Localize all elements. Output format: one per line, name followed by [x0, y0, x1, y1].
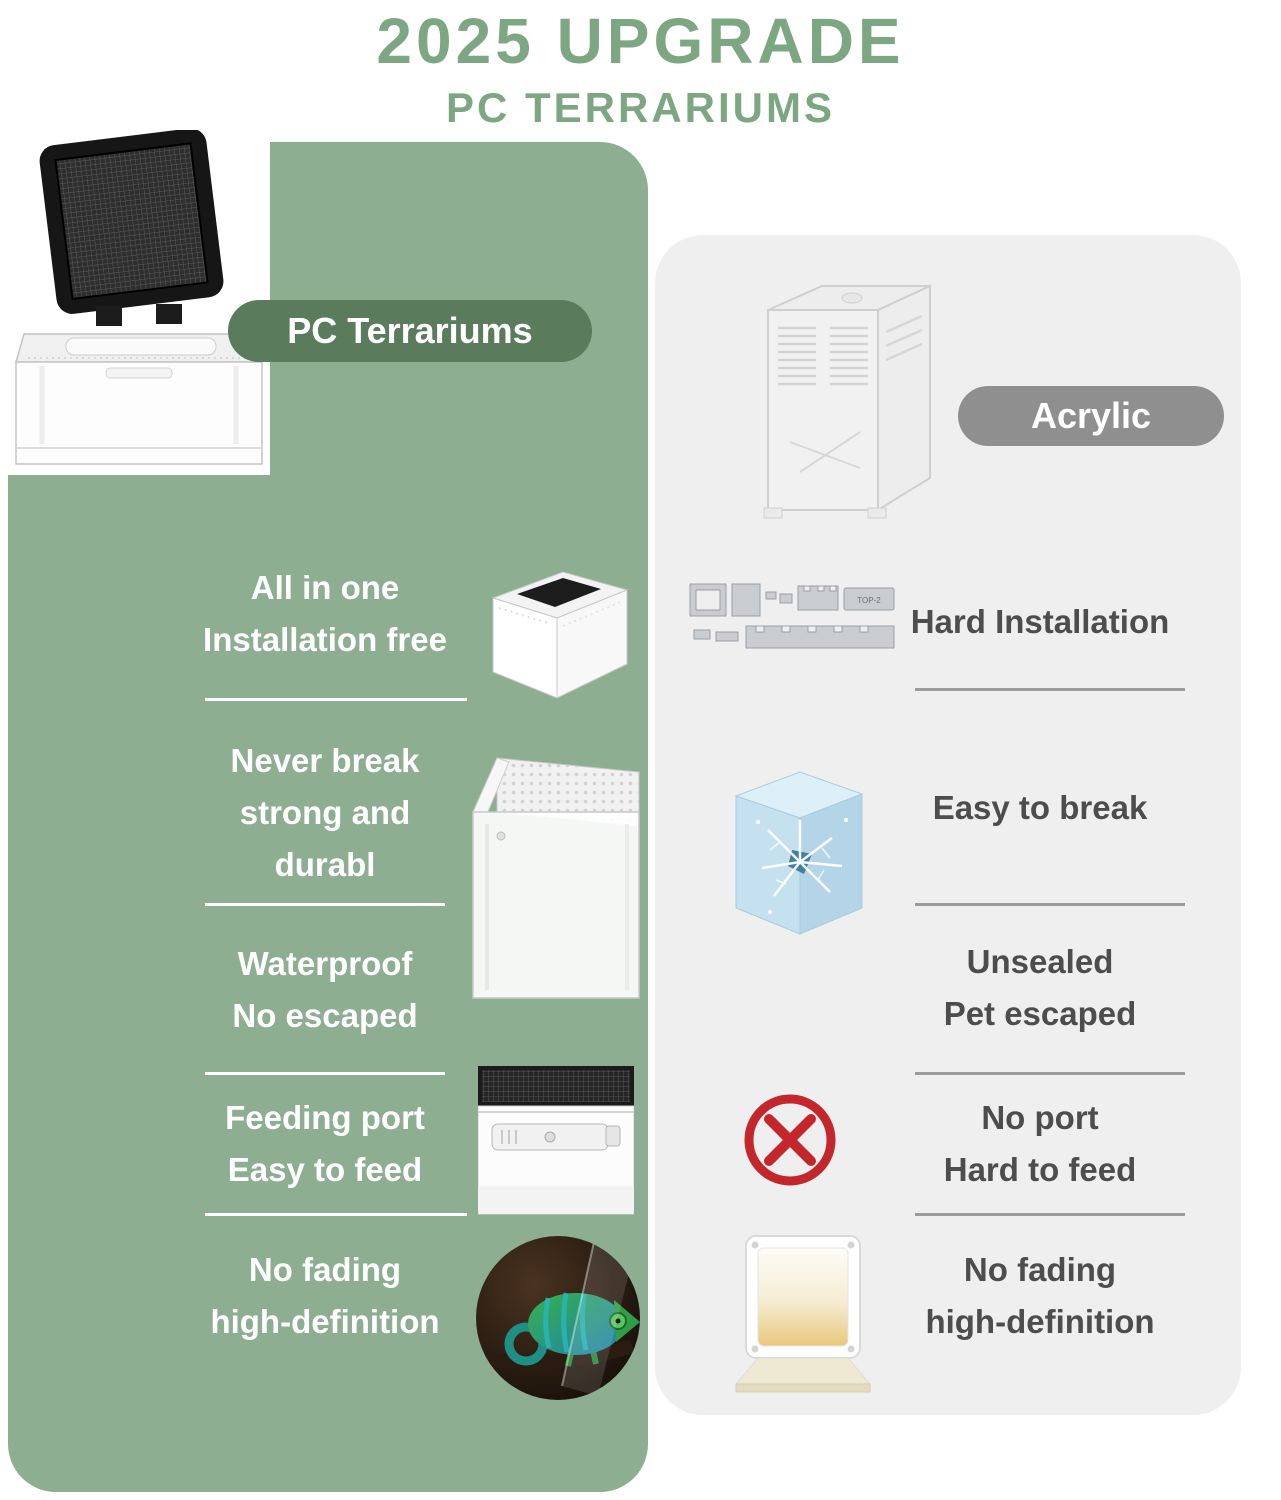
pc-feature-5-text: No fading high-definition — [210, 1251, 440, 1340]
divider — [915, 1213, 1185, 1216]
divider — [915, 688, 1185, 691]
pc-allinone-image — [475, 560, 635, 710]
pc-badge: PC Terrariums — [228, 300, 592, 362]
pc-feature-2-text: Never break strong and durabl — [230, 742, 420, 883]
divider — [915, 903, 1185, 906]
pc-durable-image — [455, 752, 645, 1009]
page-subtitle: PC TERRARIUMS — [445, 84, 835, 131]
divider — [205, 1072, 445, 1075]
pc-feature-1-text: All in one Installation free — [203, 569, 447, 658]
acrylic-feature-3-text: Unsealed Pet escaped — [943, 943, 1137, 1032]
no-port-x-icon — [738, 1088, 842, 1197]
acrylic-feature-4-text: No port Hard to feed — [943, 1099, 1137, 1188]
page-title: 2025 UPGRADE — [376, 5, 905, 77]
broken-cube-image — [700, 762, 896, 959]
divider — [915, 1072, 1185, 1075]
divider — [205, 1213, 467, 1216]
acrylic-frame-image — [728, 1232, 878, 1402]
acrylic-parts-image: TOP-2 — [688, 578, 900, 665]
pc-chameleon-image — [476, 1236, 640, 1400]
acrylic-feature-5-text: No fading high-definition — [925, 1251, 1155, 1340]
acrylic-feature-1-text: Hard Installation — [910, 603, 1170, 640]
pc-feature-4-text: Feeding port Easy to feed — [225, 1099, 425, 1188]
acrylic-terrarium-image — [730, 272, 965, 532]
acrylic-badge: Acrylic — [958, 386, 1224, 446]
divider — [205, 698, 467, 701]
pc-feeding-port-image — [477, 1066, 635, 1221]
pc-feature-3-text: Waterproof No escaped — [232, 945, 418, 1034]
acrylic-feature-2-text: Easy to break — [932, 789, 1148, 826]
pc-terrarium-main-image — [8, 128, 270, 475]
part-label: TOP-2 — [857, 596, 881, 605]
divider — [205, 903, 445, 906]
